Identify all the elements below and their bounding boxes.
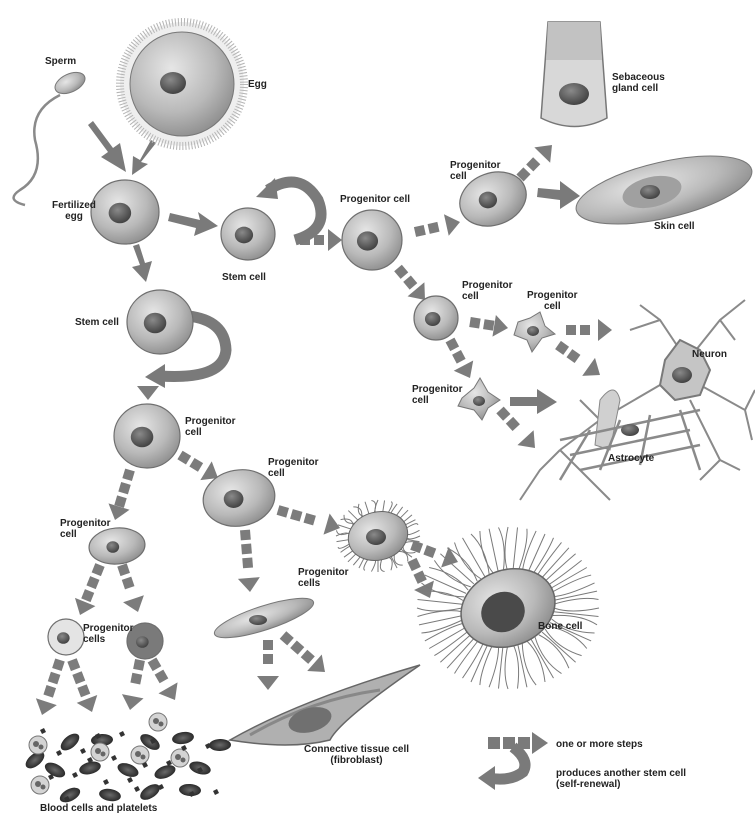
label-blood-cells: Blood cells and platelets (40, 803, 157, 814)
neuron (520, 300, 755, 500)
solid-arrow (510, 389, 557, 414)
bone-cell (417, 527, 599, 689)
label-progenitor-neuron: Progenitor cell (527, 290, 578, 312)
platelet (80, 748, 86, 754)
dashed-arrow (414, 214, 460, 237)
red-blood-cell (58, 730, 83, 753)
label-progenitor-top: Progenitor cell (340, 194, 410, 205)
red-blood-cell (138, 781, 163, 803)
label-stem-cell-top: Stem cell (222, 272, 266, 283)
spindle-progenitor-cell (211, 591, 317, 646)
solid-arrow (168, 212, 218, 236)
label-skin-cell: Skin cell (654, 221, 695, 232)
dashed-arrow (469, 315, 508, 337)
label-progenitor-blood: Progenitor cell (60, 518, 111, 540)
solid-arrow (132, 244, 152, 282)
progenitor-cell-top (342, 210, 402, 270)
dashed-arrow (122, 659, 145, 710)
dashed-arrow (555, 341, 600, 376)
dashed-arrow (75, 563, 105, 615)
label-fertilized-egg: Fertilized egg (52, 200, 96, 222)
fertilized-egg-cell (91, 180, 159, 244)
white-blood-cell (171, 749, 189, 767)
label-neuron: Neuron (692, 349, 727, 360)
stem-cell-left (127, 290, 193, 354)
stem-cell-top (221, 208, 275, 260)
dashed-arrow (566, 319, 612, 341)
dashed-arrow (177, 451, 218, 480)
cells (48, 163, 534, 659)
red-blood-cell (98, 787, 122, 803)
label-sebaceous: Sebaceous gland cell (612, 72, 665, 94)
white-blood-cell (91, 743, 109, 761)
label-progenitor-skin: Progenitor cell (450, 160, 501, 182)
solid-arrow (537, 181, 580, 209)
dashed-arrow (280, 631, 325, 672)
sebaceous-gland-cell (541, 22, 607, 127)
astrocyte-progenitor-cell (458, 378, 500, 420)
dashed-arrow (496, 407, 535, 448)
label-progenitor-conn: Progenitor cell (268, 457, 319, 479)
label-progenitor-mid: Progenitor cell (185, 416, 236, 438)
solid-arrow (132, 140, 156, 175)
dashed-arrow (257, 640, 279, 690)
label-progenitor-cells-blood: Progenitor cells (83, 623, 134, 645)
legend-renewal-label: produces another stem cell (self-renewal… (556, 768, 686, 790)
platelet (127, 777, 133, 783)
platelet (213, 789, 219, 795)
white-blood-cell (29, 736, 47, 754)
red-blood-cell (209, 739, 231, 752)
white-blood-cell (131, 746, 149, 764)
red-blood-cell (153, 762, 178, 781)
dashed-arrow (117, 563, 144, 612)
dashed-arrow (67, 658, 97, 712)
neuron-progenitor-cell (514, 312, 555, 352)
white-blood-cell (149, 713, 167, 731)
label-progenitor-cells-bone: Progenitor cells (298, 567, 349, 589)
solid-arrow (88, 121, 126, 172)
platelet (72, 772, 78, 778)
platelet (56, 750, 62, 756)
platelet (40, 728, 46, 734)
dashed-arrow (137, 386, 159, 400)
dashed-arrow (516, 145, 552, 181)
dashed-arrow (238, 530, 260, 592)
blood-cells-and-platelets (23, 713, 232, 805)
label-connective-tissue: Connective tissue cell (fibroblast) (304, 744, 409, 766)
progenitor-mid-cell (114, 404, 180, 468)
label-egg: Egg (248, 79, 267, 90)
bone-progenitor-cell (336, 500, 420, 572)
platelet (111, 755, 117, 761)
label-bone-cell: Bone cell (538, 621, 582, 632)
egg (120, 22, 244, 146)
platelet (119, 731, 125, 737)
platelet (103, 779, 109, 785)
dashed-arrow (36, 658, 65, 715)
dashed-arrow (394, 265, 425, 300)
label-sperm: Sperm (45, 56, 76, 67)
dashed-arrow (446, 338, 474, 378)
sperm (14, 68, 89, 205)
red-blood-cell (42, 760, 67, 781)
progenitor-neural-cell (414, 296, 458, 340)
dashed-arrow (148, 658, 178, 700)
label-astrocyte: Astrocyte (608, 453, 654, 464)
dashed-arrow (277, 505, 340, 534)
label-progenitor-neural: Progenitor cell (462, 280, 513, 302)
red-blood-cell (171, 730, 195, 745)
label-stem-cell-left: Stem cell (75, 317, 119, 328)
label-progenitor-astro: Progenitor cell (412, 384, 463, 406)
legend-steps-label: one or more steps (556, 739, 643, 750)
white-blood-cell (31, 776, 49, 794)
dashed-arrow (407, 558, 433, 598)
progenitor-cell-white (48, 619, 84, 655)
dashed-arrow (108, 469, 134, 520)
platelet (134, 786, 140, 792)
